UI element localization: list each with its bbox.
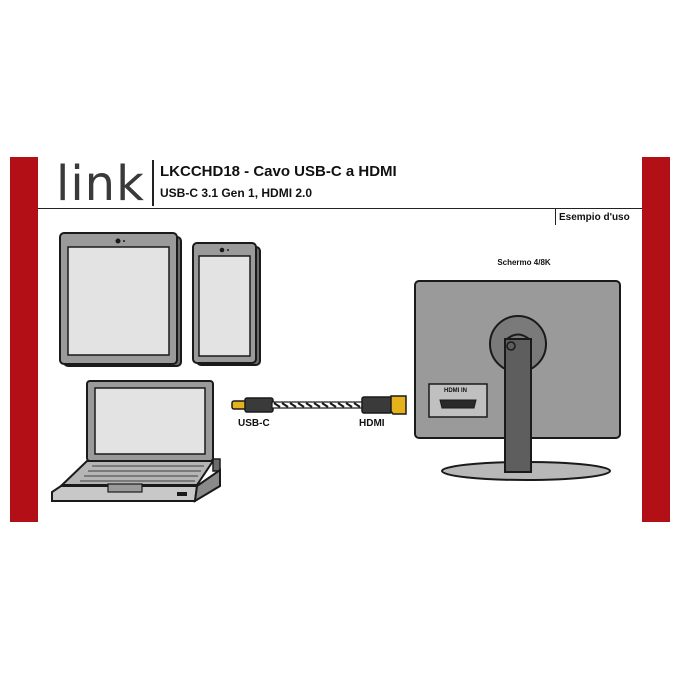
usage-divider — [555, 209, 556, 225]
laptop-icon — [51, 380, 221, 503]
usage-label: Esempio d'uso — [559, 212, 630, 223]
usb-c-label: USB-C — [238, 418, 270, 429]
product-title: LKCCHD18 - Cavo USB-C a HDMI — [160, 163, 397, 180]
monitor-icon — [414, 280, 621, 481]
right-accent-bar — [642, 157, 670, 522]
hdmi-port-icon — [439, 399, 477, 409]
usb-c-hdmi-cable — [231, 395, 407, 415]
header-rule — [38, 208, 642, 209]
usb-c-tip — [231, 400, 247, 410]
hdmi-in-label: HDMI IN — [444, 388, 467, 394]
usb-c-connector — [244, 397, 274, 413]
tablet-icon — [59, 232, 182, 367]
left-accent-bar — [10, 157, 38, 522]
hdmi-label: HDMI — [359, 418, 385, 429]
hdmi-tip — [390, 395, 407, 415]
brand-logo: link — [56, 156, 145, 212]
product-subtitle: USB-C 3.1 Gen 1, HDMI 2.0 — [160, 186, 313, 200]
hdmi-connector — [361, 396, 393, 414]
monitor-label: Schermo 4/8K — [497, 258, 551, 267]
header-divider — [152, 160, 154, 206]
smartphone-icon — [192, 242, 261, 366]
